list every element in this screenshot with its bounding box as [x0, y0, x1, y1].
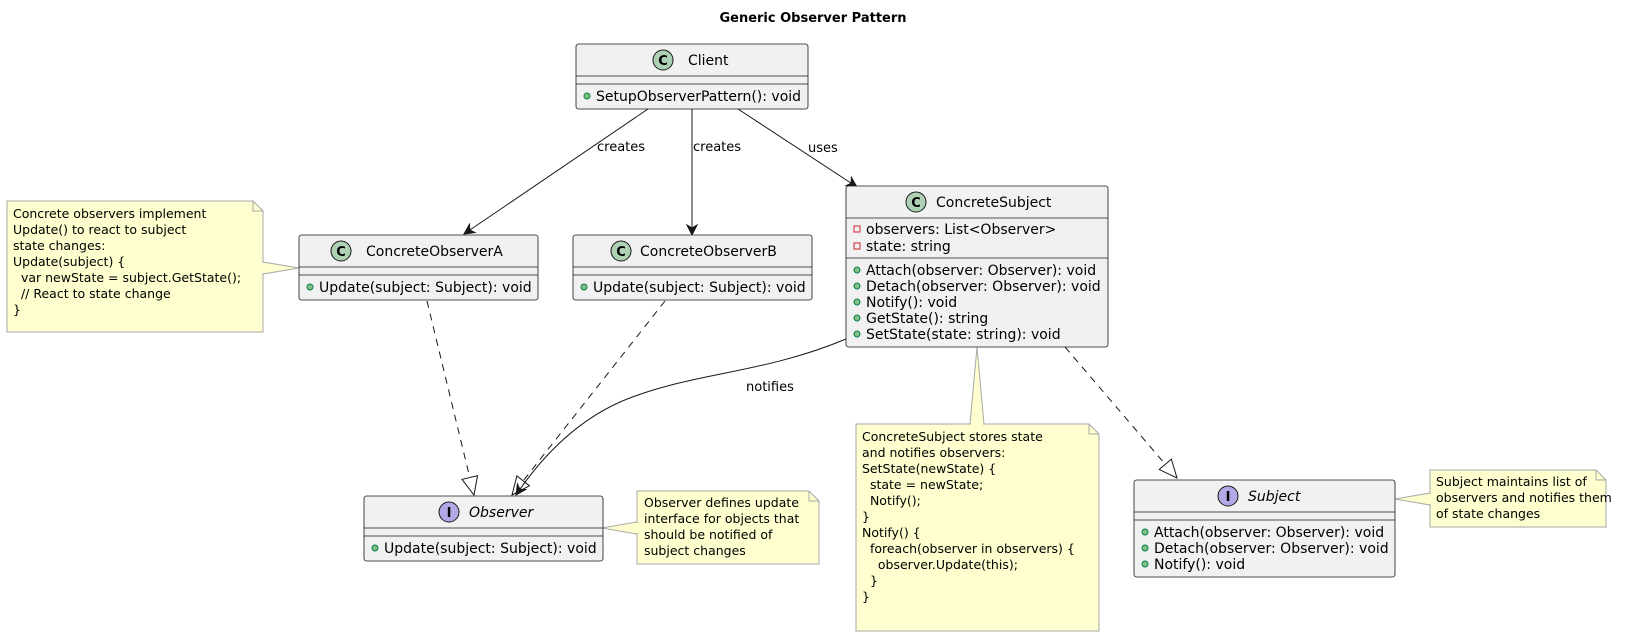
svg-text:Concrete observers implement: Concrete observers implement Update() to… — [13, 206, 269, 317]
note-line: subject changes — [644, 543, 746, 558]
class-method: GetState(): string — [866, 311, 988, 327]
note-line: ConcreteSubject stores state — [862, 429, 1043, 444]
public-visibility-icon — [306, 283, 314, 291]
note-observer-interface: Observer defines update interface for ob… — [601, 490, 827, 565]
note-line: } — [862, 573, 878, 588]
interface-name: Observer — [469, 505, 534, 521]
note-line: var newState = subject.GetState(); — [13, 270, 241, 285]
svg-text:Subject maintains list of: Subject maintains list of observers and … — [1436, 474, 1639, 521]
public-visibility-icon — [580, 283, 588, 291]
class-concrete-observer-b: C ConcreteObserverB Update(subject: Subj… — [572, 234, 813, 301]
public-visibility-icon — [853, 314, 861, 322]
interface-method: Update(subject: Subject): void — [384, 541, 597, 557]
interface-name: Subject — [1248, 489, 1301, 505]
interface-method: Notify(): void — [1154, 557, 1245, 573]
note-line: observer.Update(this); — [862, 557, 1018, 572]
note-line: Update(subject) { — [13, 254, 125, 269]
public-visibility-icon — [371, 544, 379, 552]
svg-text:Observer defines update: Observer defines update interface for ob… — [644, 495, 827, 558]
class-concrete-subject: C ConcreteSubject observers: List<Observ… — [845, 185, 1109, 348]
note-line: } — [862, 589, 870, 604]
note-subject-interface: Subject maintains list of observers and … — [1394, 469, 1639, 528]
class-stereotype-letter: C — [911, 196, 921, 211]
note-line: } — [13, 302, 21, 317]
class-method: Update(subject: Subject): void — [319, 280, 532, 296]
edge-subject-notifies-observer — [516, 338, 847, 495]
edge-label-notifies: notifies — [746, 380, 794, 395]
class-stereotype-icon — [905, 191, 927, 213]
edge-client-creates-observer-a — [464, 108, 649, 234]
edge-label-creates-a: creates — [597, 140, 645, 155]
interface-subject: I Subject Attach(observer: Observer): vo… — [1133, 479, 1396, 578]
private-visibility-icon — [853, 242, 861, 250]
class-stereotype-letter: C — [336, 245, 346, 260]
note-line: // React to state change — [13, 286, 171, 301]
note-line: Update() to react to subject — [13, 222, 186, 237]
class-stereotype-icon — [610, 240, 632, 262]
note-line: interface for objects that — [644, 511, 799, 526]
note-line: SetState(newState) { — [862, 461, 996, 476]
class-stereotype-icon — [330, 240, 352, 262]
class-client: C Client SetupObserverPattern(): void — [575, 43, 809, 110]
diagram-title: Generic Observer Pattern — [719, 11, 906, 26]
interface-method: Attach(observer: Observer): void — [1154, 525, 1384, 541]
note-line: Notify(); — [862, 493, 921, 508]
class-concrete-observer-a: C ConcreteObserverA Update(subject: Subj… — [298, 234, 539, 301]
note-line: state = newState; — [862, 477, 983, 492]
class-field: state: string — [866, 239, 951, 255]
note-line: Observer defines update — [644, 495, 799, 510]
class-name: ConcreteObserverA — [366, 244, 503, 260]
interface-stereotype-icon — [1217, 485, 1239, 507]
edge-label-creates-b: creates — [693, 140, 741, 155]
private-visibility-icon — [853, 225, 861, 233]
class-method: Update(subject: Subject): void — [593, 280, 806, 296]
interface-stereotype-letter: I — [447, 506, 452, 521]
svg-text:ConcreteSubject stores state: ConcreteSubject stores state and notifie… — [862, 429, 1103, 604]
edge-concrete-subject-realizes-subject — [1064, 346, 1177, 478]
public-visibility-icon — [853, 298, 861, 306]
class-name: ConcreteObserverB — [640, 244, 777, 260]
note-line: and notifies observers: — [862, 445, 1005, 460]
public-visibility-icon — [583, 92, 591, 100]
public-visibility-icon — [853, 266, 861, 274]
interface-stereotype-letter: I — [1226, 490, 1231, 505]
edges: creates creates uses notifies — [426, 108, 1177, 495]
class-stereotype-letter: C — [616, 245, 626, 260]
note-line: } — [862, 509, 870, 524]
note-line: state changes: — [13, 238, 105, 253]
note-concrete-observers: Concrete observers implement Update() to… — [6, 200, 300, 333]
public-visibility-icon — [1141, 544, 1149, 552]
class-method: SetState(state: string): void — [866, 327, 1061, 343]
edge-observer-b-realizes-observer — [512, 300, 666, 495]
class-name: ConcreteSubject — [936, 195, 1052, 211]
note-line: observers and notifies them — [1436, 490, 1612, 505]
public-visibility-icon — [1141, 560, 1149, 568]
public-visibility-icon — [853, 330, 861, 338]
edge-label-uses: uses — [808, 141, 838, 156]
class-field: observers: List<Observer> — [866, 222, 1056, 238]
class-method: SetupObserverPattern(): void — [596, 89, 801, 105]
class-method: Detach(observer: Observer): void — [866, 279, 1101, 295]
note-line: of state changes — [1436, 506, 1540, 521]
note-line: Notify() { — [862, 525, 921, 540]
note-line: foreach(observer in observers) { — [862, 541, 1075, 556]
class-method: Notify(): void — [866, 295, 957, 311]
note-line: should be notified of — [644, 527, 773, 542]
class-method: Attach(observer: Observer): void — [866, 263, 1096, 279]
edge-client-uses-subject — [737, 108, 857, 187]
note-concrete-subject: ConcreteSubject stores state and notifie… — [855, 346, 1103, 632]
public-visibility-icon — [1141, 528, 1149, 536]
note-line: Subject maintains list of — [1436, 474, 1587, 489]
class-name: Client — [688, 53, 729, 69]
note-line: Concrete observers implement — [13, 206, 206, 221]
edge-observer-a-realizes-observer — [426, 300, 474, 495]
interface-stereotype-icon — [438, 501, 460, 523]
interface-observer: I Observer Update(subject: Subject): voi… — [363, 495, 604, 562]
public-visibility-icon — [853, 282, 861, 290]
class-stereotype-letter: C — [658, 54, 668, 69]
interface-method: Detach(observer: Observer): void — [1154, 541, 1389, 557]
class-stereotype-icon — [652, 49, 674, 71]
